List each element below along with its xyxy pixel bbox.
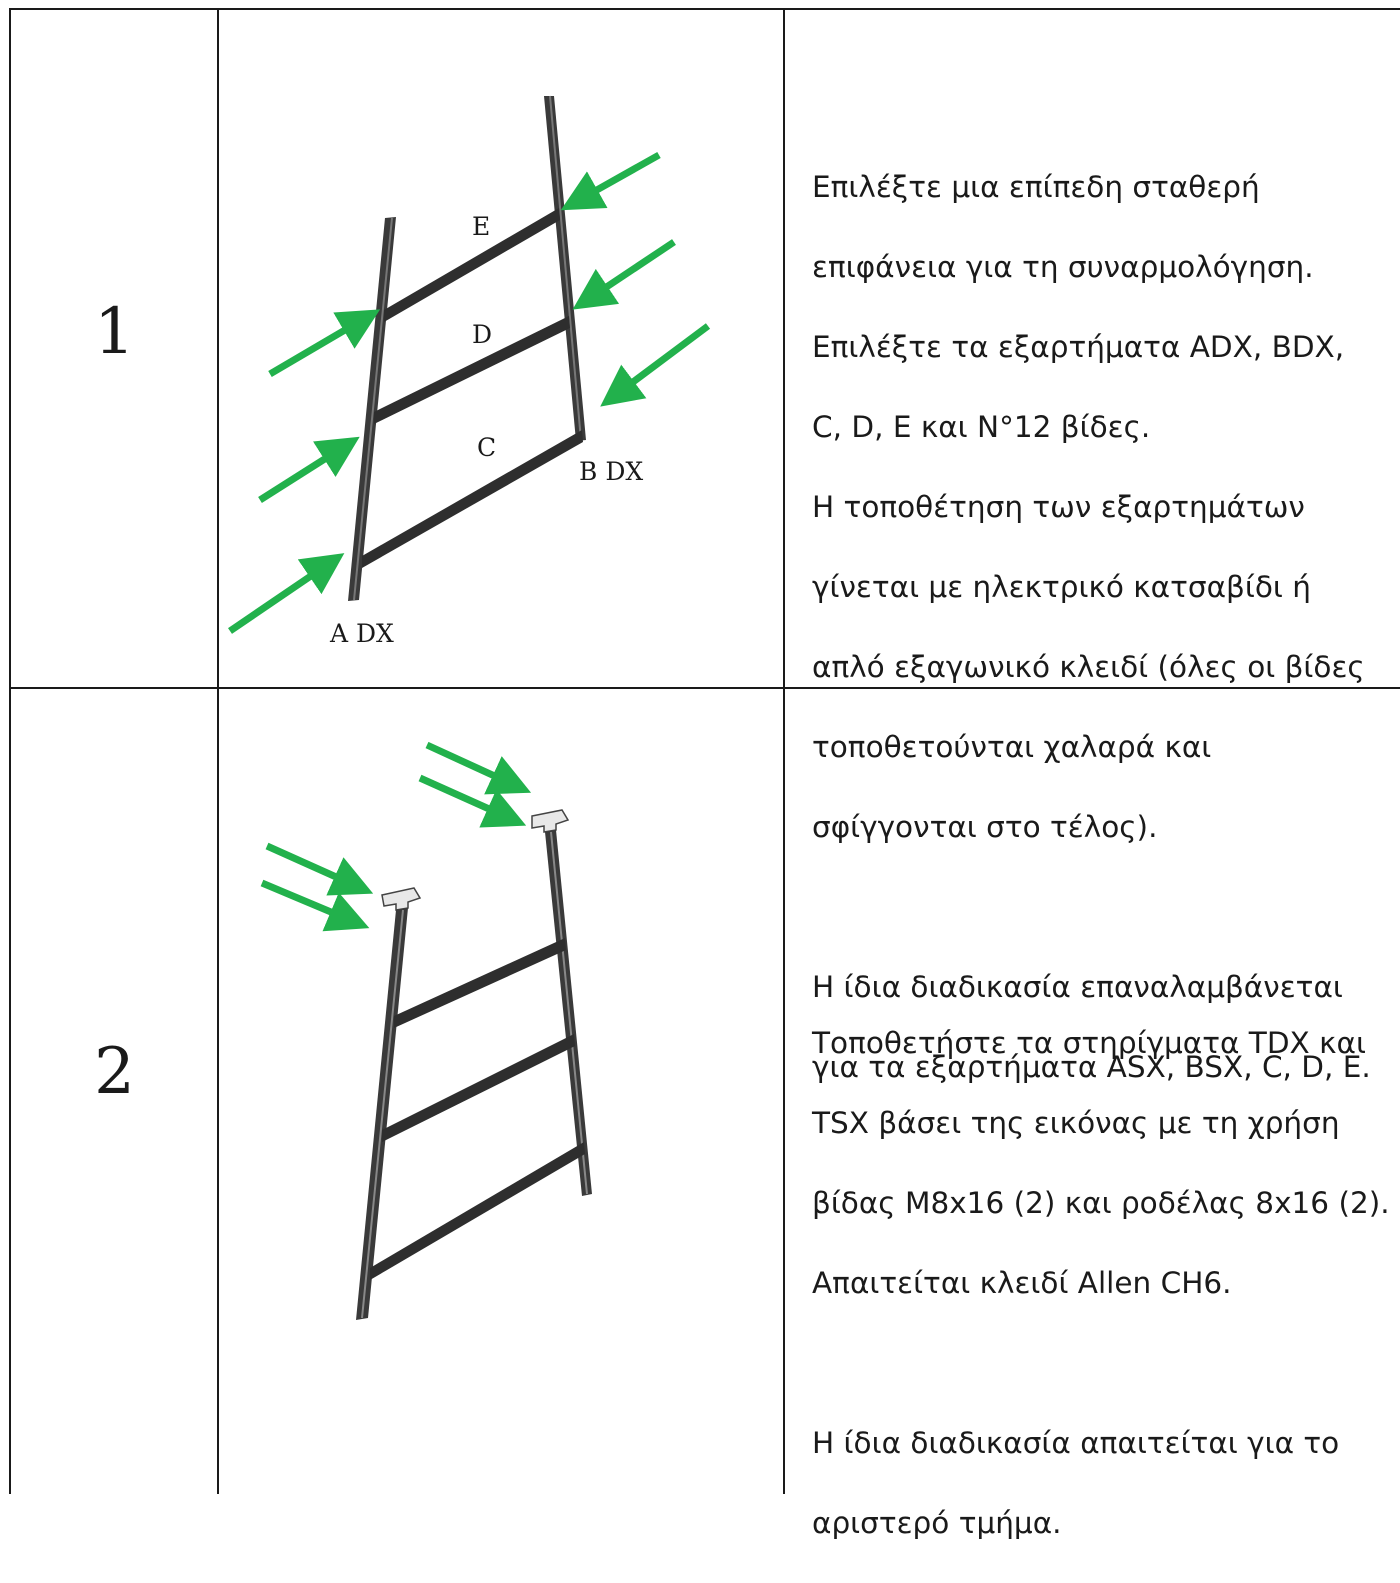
step-number: 2	[94, 1035, 135, 1109]
crossbar	[370, 1142, 585, 1280]
step-1-description: Επιλέξτε μια επίπεδη σταθερή επιφάνεια γ…	[812, 127, 1400, 1127]
instruction-line: επιφάνεια για τη συναρμολόγηση.	[812, 250, 1314, 284]
instruction-line: Επιλέξτε μια επίπεδη σταθερή	[812, 170, 1260, 204]
instruction-line: γίνεται με ηλεκτρικό κατσαβίδι ή	[812, 570, 1311, 604]
step-2-figure	[222, 740, 782, 1340]
crossbar	[394, 938, 566, 1028]
bracket-tsx	[531, 809, 570, 833]
instruction-line: τοποθετούνται χαλαρά και	[812, 730, 1212, 764]
label-a-dx: A DX	[329, 619, 394, 648]
crossbar-d	[374, 316, 570, 424]
arrow-icon	[560, 151, 661, 211]
instruction-line: Απαιτείται κλειδί Allen CH6.	[812, 1266, 1232, 1300]
step-number: 1	[94, 295, 135, 369]
instruction-line: Η τοποθέτηση των εξαρτημάτων	[812, 490, 1305, 524]
arrow-icon	[600, 323, 711, 407]
assembly-instructions-sheet: 1 E	[9, 8, 1400, 1540]
arrow-icon	[228, 553, 345, 634]
note-line: Η ίδια διαδικασία απαιτείται για το	[812, 1426, 1340, 1460]
crossbar-e	[384, 208, 560, 322]
label-d: D	[472, 320, 492, 349]
step-1-figure: E D C B DX A DX	[222, 60, 782, 680]
crossbar-c	[362, 430, 583, 568]
arrow-group	[260, 741, 532, 932]
table-border-col1	[217, 8, 219, 1494]
table-border-col2	[783, 8, 785, 1494]
arrow-group	[228, 151, 711, 634]
arrow-icon	[418, 774, 527, 828]
arrow-icon	[260, 879, 370, 932]
arrow-icon	[425, 741, 532, 795]
instruction-line: TSX βάσει της εικόνας με τη χρήση	[812, 1106, 1340, 1140]
instruction-line: C, D, E και N°12 βίδες.	[812, 410, 1151, 444]
arrow-icon	[268, 309, 381, 378]
arrow-icon	[258, 436, 360, 503]
label-e: E	[472, 212, 490, 241]
instruction-line: απλό εξαγωνικό κλειδί (όλες οι βίδες	[812, 650, 1365, 684]
crossbar	[382, 1034, 575, 1142]
arrow-icon	[265, 842, 374, 896]
frame-left-post	[356, 908, 408, 1320]
table-border-row-divider	[9, 687, 1400, 689]
note-line: αριστερό τμήμα.	[812, 1506, 1062, 1540]
instruction-line: Τοποθετήστε τα στηρίγματα TDX και	[812, 1026, 1366, 1060]
arrow-icon	[572, 239, 676, 310]
step-2-description: Τοποθετήστε τα στηρίγματα TDX και TSX βά…	[812, 983, 1400, 1583]
instruction-line: σφίγγονται στο τέλος).	[812, 810, 1158, 844]
table-border-left	[9, 8, 11, 1494]
label-c: C	[477, 433, 496, 462]
ladder-frame-illustration: E D C B DX A DX	[228, 95, 711, 648]
note-line: για τα εξαρτήματα ASX, BSX, C, D, E.	[812, 1050, 1371, 1084]
table-border-top	[9, 8, 1400, 10]
frame-right-post	[545, 830, 592, 1196]
frame-part-b-dx	[544, 95, 586, 441]
note-line: Η ίδια διαδικασία επαναλαμβάνεται	[812, 970, 1343, 1004]
bracket-mount-illustration	[260, 741, 592, 1320]
bracket-tdx	[381, 887, 422, 911]
label-b-dx: B DX	[579, 457, 643, 486]
instruction-line: βίδας M8x16 (2) και ροδέλας 8x16 (2).	[812, 1186, 1390, 1220]
instruction-line: Επιλέξτε τα εξαρτήματα ADX, BDX,	[812, 330, 1345, 364]
